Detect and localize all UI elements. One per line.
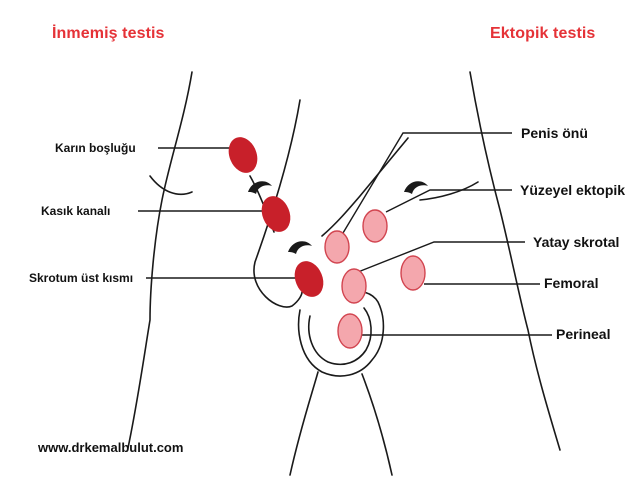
testis-skrotum-ust-kismi <box>294 261 324 297</box>
scrotum-inner-outline <box>308 307 372 366</box>
label-yatay-skrotal: Yatay skrotal <box>533 234 620 250</box>
undescended-testis-title: İnmemiş testis <box>52 25 165 42</box>
leader-lines <box>138 132 552 336</box>
left-hip-line <box>149 175 193 196</box>
ectopic-testis-title: Ektopik testis <box>490 25 596 42</box>
label-penis-onu: Penis önü <box>521 125 588 141</box>
testis-yuzeyel-ektopik <box>362 209 388 243</box>
left-upper-inguinal-ring <box>248 181 272 194</box>
perineum-right-line <box>361 373 393 476</box>
testis-perineal <box>337 313 363 349</box>
leader-yatay-skrotal <box>357 241 525 273</box>
body-outline <box>127 71 561 476</box>
left-inner-contour <box>253 99 303 308</box>
label-kasik-kanali: Kasık kanalı <box>41 204 111 218</box>
left-body-outer-contour <box>127 71 193 449</box>
leader-penis-onu <box>339 132 512 239</box>
right-inner-contour <box>321 137 409 237</box>
testis-kasik-kanali <box>261 196 291 232</box>
right-body-outer-contour <box>469 71 561 451</box>
testis-penis-onu <box>324 230 350 264</box>
label-yuzeyel-ektopik: Yüzeyel ektopik <box>520 182 626 198</box>
ectopic-testes <box>324 209 426 349</box>
label-skrotum-ust-kismi: Skrotum üst kısmı <box>29 271 134 285</box>
testis-femoral <box>400 255 426 291</box>
right-hip-line <box>419 181 479 201</box>
label-perineal: Perineal <box>556 326 611 342</box>
inguinal-rings <box>248 181 428 254</box>
label-femoral: Femoral <box>544 275 599 291</box>
label-karin-boslugu: Karın boşluğu <box>55 141 136 155</box>
right-inguinal-ring <box>404 181 428 194</box>
left-lower-inguinal-ring <box>288 241 312 254</box>
leader-yuzeyel-ektopik <box>385 189 512 213</box>
testis-karin-boslugu <box>228 137 258 173</box>
scrotum-outline <box>297 290 385 377</box>
perineum-left-line <box>289 371 319 476</box>
testis-yatay-skrotal <box>341 268 367 304</box>
website-url: www.drkemalbulut.com <box>38 440 184 455</box>
undescended-testes <box>228 137 324 297</box>
